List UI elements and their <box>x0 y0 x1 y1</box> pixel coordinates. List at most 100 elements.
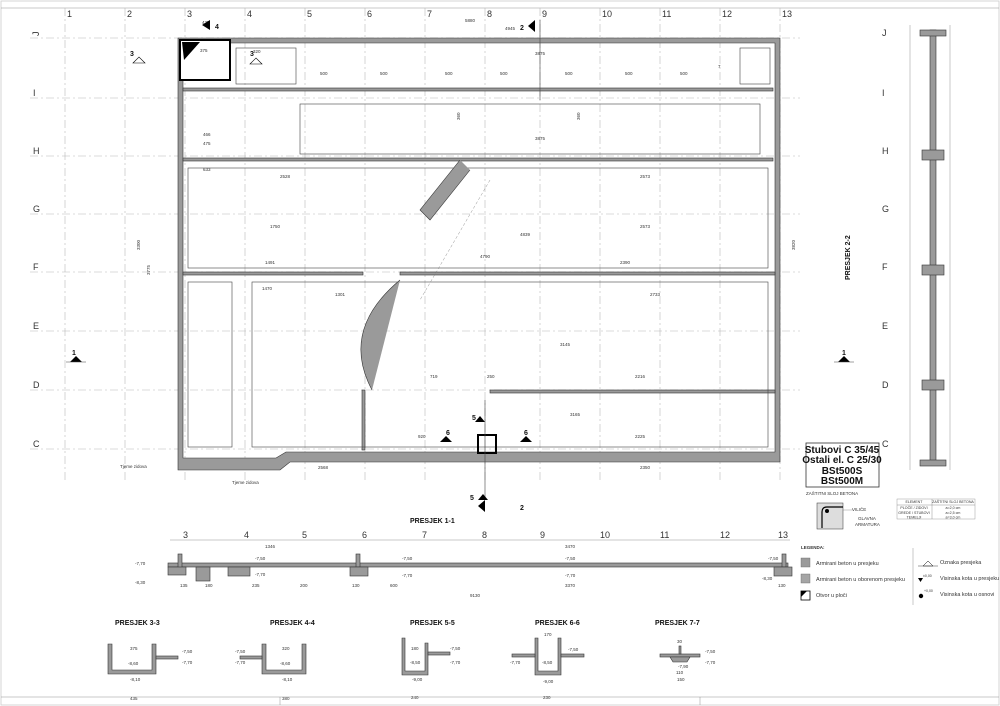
section-markers: 1 1 2 2 3 3 4 5 5 6 6 7 <box>66 20 854 512</box>
drawing-label: 130 <box>778 583 786 588</box>
drawing-shape <box>921 149 945 161</box>
drawing-label: 180 <box>205 583 213 588</box>
grid-col: 1 <box>64 8 72 480</box>
drawing-label: Otvor u ploči <box>816 593 847 599</box>
opening-in-slab <box>477 434 497 454</box>
drawing-label: G <box>33 204 40 214</box>
drawing-label: H <box>33 146 40 156</box>
beam-i <box>182 87 774 92</box>
dim: 3875 <box>535 51 546 56</box>
dim: 2573 <box>640 174 651 179</box>
dim: 2528 <box>280 174 291 179</box>
drawing-label: 8 <box>482 530 487 540</box>
drawing-label: Visinska kota u osnovi <box>940 592 994 598</box>
drawing-label: 110 <box>676 670 684 675</box>
drawing-shape <box>167 566 187 576</box>
plan-dimensions: 5880 4945 3875 3875 2573 2573 2528 1750 … <box>120 18 796 485</box>
drawing-label: 3 <box>250 51 254 58</box>
drawing-shape <box>202 20 210 30</box>
drawing-label: a=2,0 cm <box>946 506 961 510</box>
section-mark-5-top: 5 <box>472 415 485 422</box>
dim: 250 <box>487 374 495 379</box>
drawing-shape <box>107 643 157 675</box>
grid-col: 8 <box>484 8 492 480</box>
drawing-label: 600 <box>390 583 398 588</box>
drawing-shape <box>821 506 843 528</box>
dim: 475 <box>203 141 211 146</box>
drawing-label: PRESJEK 4-4 <box>270 620 315 627</box>
drawing-shape <box>355 553 361 568</box>
drawing-label: -7,50 <box>565 556 576 561</box>
stair <box>419 159 471 221</box>
section-5-5: PRESJEK 5-5 180 -8,50 -9,00 -7,50 -7,70 … <box>401 620 461 700</box>
drawing-label: GLAVNA <box>858 516 876 521</box>
dim: 2733 <box>650 292 661 297</box>
drawing-label: -8,50 <box>542 660 553 665</box>
drawing-label: 1 <box>67 9 72 19</box>
drawing-shape <box>239 655 263 660</box>
dim: 500 <box>380 71 388 76</box>
drawing-label: -8,30 <box>135 580 146 585</box>
drawing-label: VILIČE <box>852 506 866 512</box>
grid-col: 11 <box>659 8 671 480</box>
drawing-label: 3 <box>183 530 188 540</box>
drawing-shape <box>659 653 701 658</box>
drawing-shape <box>155 655 179 660</box>
drawing-label: 380 <box>282 696 290 701</box>
section-7-7: PRESJEK 7-7 30 -7,90 110 -7,50 -7,70 150 <box>655 620 716 682</box>
dim: 3165 <box>570 412 581 417</box>
drawing-label: -7,70 <box>705 660 716 665</box>
wall-v1 <box>361 389 366 451</box>
drawing-label: 9 <box>542 9 547 19</box>
drawing-shape <box>801 591 807 597</box>
drawing-label: LEGENDA: <box>801 545 825 550</box>
drawing-label: I <box>33 88 36 98</box>
drawing-shape <box>805 442 880 488</box>
dim: 500 <box>565 71 573 76</box>
drawing-shape <box>773 566 793 577</box>
drawing-label: 2 <box>520 25 524 32</box>
drawing-label: 6 <box>367 9 372 19</box>
dim: 375 <box>200 48 208 53</box>
drawing-shape <box>678 645 682 655</box>
drawing-label: +0,00 <box>924 589 933 593</box>
dim: 4839 <box>520 232 531 237</box>
grid-col: 9 <box>539 8 547 480</box>
drawing-label: -7,70 <box>510 660 521 665</box>
cover-table: ELEMENT ZAŠTITNI SLOJ BETONA PLOČE / ZID… <box>896 498 976 520</box>
drawing-label: E <box>33 321 39 331</box>
drawing-shape <box>929 29 937 466</box>
drawing-label: I <box>882 88 885 98</box>
drawing-shape <box>132 56 146 64</box>
drawing-label: 6 <box>524 430 528 437</box>
drawing-shape <box>781 553 787 568</box>
drawing-shape <box>478 500 485 512</box>
note: Tjeme zidova <box>120 464 147 469</box>
drawing-label: 12 <box>722 9 732 19</box>
drawing-label: 10 <box>600 530 610 540</box>
grid-col: 4 <box>244 8 252 480</box>
section-2-2: PRESJEK 2-2 <box>845 25 951 470</box>
drawing-label: 5 <box>302 530 307 540</box>
drawing-label: Visinska kota u presjeku <box>940 576 999 582</box>
drawing-label: -8,60 <box>280 661 291 666</box>
drawing-label: E <box>882 321 888 331</box>
drawing-label: ZAŠTITNI SLOJ BETONA <box>932 499 974 504</box>
drawing-label: 240 <box>411 695 419 700</box>
drawing-label: 9130 <box>470 593 481 598</box>
drawing-shape <box>825 509 829 513</box>
drawing-label: Armirani beton u oborenom presjeku <box>816 577 905 583</box>
drawing-label: 12 <box>720 530 730 540</box>
drawing-label: 1 <box>842 350 846 357</box>
drawing-label: GREDE / STUBOVI <box>898 511 930 515</box>
drawing-shape <box>261 643 307 675</box>
drawing-label: 170 <box>544 632 552 637</box>
drawing-label: 230 <box>543 695 551 700</box>
room <box>299 103 761 155</box>
drawing-label: 11 <box>660 530 669 540</box>
drawing-label: 7 <box>718 64 721 69</box>
beam-f <box>182 271 364 276</box>
dim: 3775 <box>146 264 151 275</box>
